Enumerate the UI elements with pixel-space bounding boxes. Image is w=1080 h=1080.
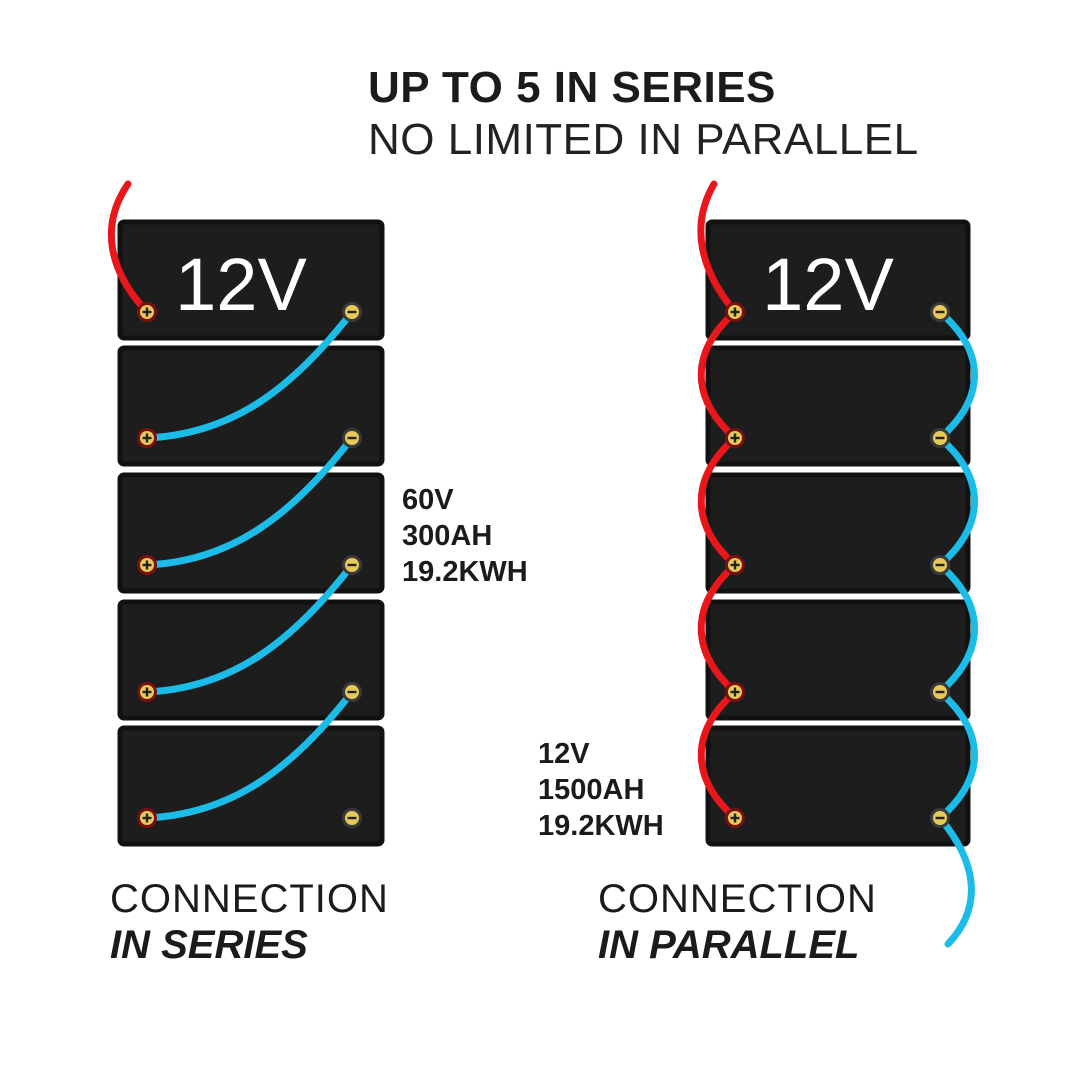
parallel-battery-label: 12V <box>762 243 894 326</box>
series-link-wire-3 <box>143 561 356 696</box>
series-caption-title: CONNECTION <box>110 877 389 921</box>
series-caption-mode: IN SERIES <box>110 923 308 967</box>
parallel-specs: 12V 1500AH 19.2KWH <box>538 736 664 844</box>
series-positive-terminal-icon <box>137 555 157 575</box>
series-capacity: 300AH <box>402 520 493 552</box>
parallel-positive-link-wire-2 <box>697 434 739 569</box>
parallel-negative-link-wire-3 <box>936 561 978 696</box>
parallel-positive-link-wire-1 <box>697 308 739 442</box>
series-energy: 19.2KWH <box>402 556 528 588</box>
parallel-negative-lead-wire <box>936 814 975 948</box>
series-negative-terminal-icon <box>342 555 362 575</box>
parallel-capacity: 1500AH <box>538 774 645 806</box>
parallel-positive-terminal-icon <box>725 555 745 575</box>
series-positive-terminal-icon <box>137 682 157 702</box>
series-link-wire-4 <box>143 688 356 822</box>
parallel-caption: CONNECTION IN PARALLEL <box>598 876 877 968</box>
series-link-wire-2 <box>143 434 356 569</box>
series-link-wire-1 <box>143 308 356 442</box>
parallel-positive-terminal-icon <box>725 428 745 448</box>
parallel-negative-terminal-icon <box>930 428 950 448</box>
series-voltage: 60V <box>402 484 454 516</box>
series-positive-terminal-icon <box>137 302 157 322</box>
series-battery-label: 12V <box>175 243 307 326</box>
parallel-negative-link-wire-2 <box>936 434 978 569</box>
parallel-battery-3 <box>705 472 971 594</box>
headline: UP TO 5 IN SERIES <box>368 63 776 112</box>
parallel-battery-2 <box>705 345 971 467</box>
parallel-caption-mode: IN PARALLEL <box>598 923 860 967</box>
series-positive-terminal-icon <box>137 808 157 828</box>
series-positive-terminal-icon <box>137 428 157 448</box>
series-positive-lead-wire <box>107 180 151 316</box>
parallel-negative-terminal-icon <box>930 302 950 322</box>
series-negative-terminal-icon <box>342 682 362 702</box>
subheadline: NO LIMITED IN PARALLEL <box>368 115 919 164</box>
parallel-battery-4 <box>705 599 971 721</box>
parallel-negative-link-wire-4 <box>936 688 978 822</box>
parallel-caption-title: CONNECTION <box>598 877 877 921</box>
series-negative-terminal-icon <box>342 428 362 448</box>
parallel-positive-link-wire-4 <box>697 688 739 822</box>
parallel-energy: 19.2KWH <box>538 810 664 842</box>
parallel-battery-bank: 12V <box>697 180 978 948</box>
parallel-positive-terminal-icon <box>725 808 745 828</box>
series-negative-terminal-icon <box>342 302 362 322</box>
series-caption: CONNECTION IN SERIES <box>110 876 389 968</box>
series-negative-terminal-icon <box>342 808 362 828</box>
parallel-negative-link-wire-1 <box>936 308 978 442</box>
parallel-positive-terminal-icon <box>725 302 745 322</box>
parallel-positive-lead-wire <box>697 180 739 316</box>
parallel-voltage: 12V <box>538 738 590 770</box>
parallel-negative-terminal-icon <box>930 808 950 828</box>
parallel-battery-1 <box>705 219 971 341</box>
parallel-negative-terminal-icon <box>930 555 950 575</box>
parallel-positive-terminal-icon <box>725 682 745 702</box>
series-specs: 60V 300AH 19.2KWH <box>402 482 528 590</box>
series-battery-bank: 12V <box>107 180 385 847</box>
parallel-negative-terminal-icon <box>930 682 950 702</box>
parallel-positive-link-wire-3 <box>697 561 739 696</box>
parallel-battery-5 <box>705 725 971 847</box>
